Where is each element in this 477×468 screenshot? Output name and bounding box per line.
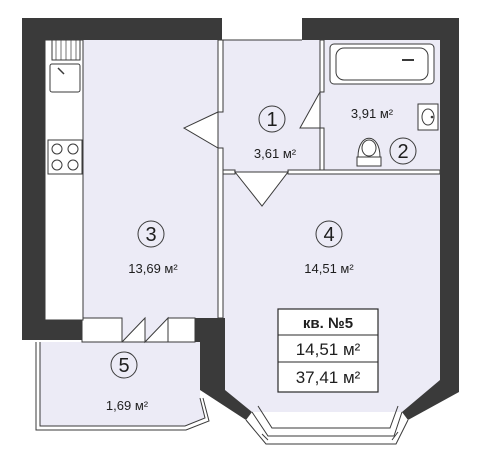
- kitchen-fixtures: [44, 39, 84, 321]
- apartment-living-area: 14,51 м²: [296, 340, 361, 359]
- room-5-area: 1,69 м²: [106, 398, 149, 413]
- apartment-title: кв. №5: [303, 315, 353, 332]
- partition-hall-bath: [319, 39, 325, 93]
- room-5-label: 5 1,69 м²: [106, 351, 149, 413]
- door-hall-living: [233, 171, 290, 207]
- doors: [120, 39, 321, 344]
- wall-balcony-corner: [22, 318, 82, 340]
- room-2-number: 2: [397, 141, 408, 163]
- wall-bay-left: [200, 318, 252, 420]
- partitions: [81, 39, 441, 343]
- room-4-area: 14,51 м²: [304, 261, 354, 276]
- balcony-railing: [35, 342, 210, 431]
- room-5-balcony-floor: [40, 342, 205, 426]
- sink-icon: [49, 63, 81, 93]
- door-balcony: [120, 316, 169, 344]
- room-3-area: 13,69 м²: [128, 261, 178, 276]
- toilet-icon: [356, 137, 382, 167]
- room-labels: 1 3,61 м² 2 3,91 м² 3 13,69 м² 4 14,51 м…: [106, 105, 417, 413]
- door-hall-kitchen: [182, 111, 219, 149]
- wall-bay-right: [402, 380, 459, 420]
- wall-left: [22, 18, 45, 340]
- room-2-label: 2 3,91 м²: [351, 106, 417, 165]
- wall-top-right: [302, 18, 459, 40]
- partition-balcony-right: [167, 317, 196, 343]
- stove-icon: [47, 139, 83, 175]
- room-4-number: 4: [323, 224, 334, 246]
- partition-hall-left: [222, 169, 236, 175]
- room-1-label: 1 3,61 м²: [254, 105, 297, 161]
- room-1-number: 1: [266, 109, 277, 131]
- apartment-total-area: 37,41 м²: [296, 368, 361, 387]
- bathtub-icon: [329, 43, 435, 85]
- room-4-label: 4 14,51 м²: [304, 220, 354, 276]
- door-hall-bath: [299, 90, 321, 129]
- room-1-area: 3,61 м²: [254, 146, 297, 161]
- bay-window: [245, 405, 409, 445]
- partition-balcony: [81, 317, 123, 343]
- room-5-number: 5: [118, 355, 129, 377]
- room-4-living-floor: [221, 172, 440, 412]
- room-3-number: 3: [145, 224, 156, 246]
- partition-hall-bath-lower: [319, 127, 325, 173]
- washbasin-icon: [417, 103, 439, 131]
- partition-hall-living: [287, 169, 441, 175]
- room-3-label: 3 13,69 м²: [128, 220, 178, 276]
- bathroom-fixtures: [329, 43, 439, 167]
- ventilation-hatch: [51, 39, 81, 61]
- room-fills: [40, 40, 440, 426]
- partition-kitchen-hall: [217, 39, 224, 113]
- room-2-area: 3,91 м²: [351, 106, 394, 121]
- partition-kitchen-hall-lower: [217, 147, 224, 319]
- walls: [22, 18, 459, 420]
- wall-top-left: [22, 18, 222, 40]
- wall-right: [440, 18, 459, 392]
- apartment-info-box: кв. №5 14,51 м² 37,41 м²: [277, 308, 379, 393]
